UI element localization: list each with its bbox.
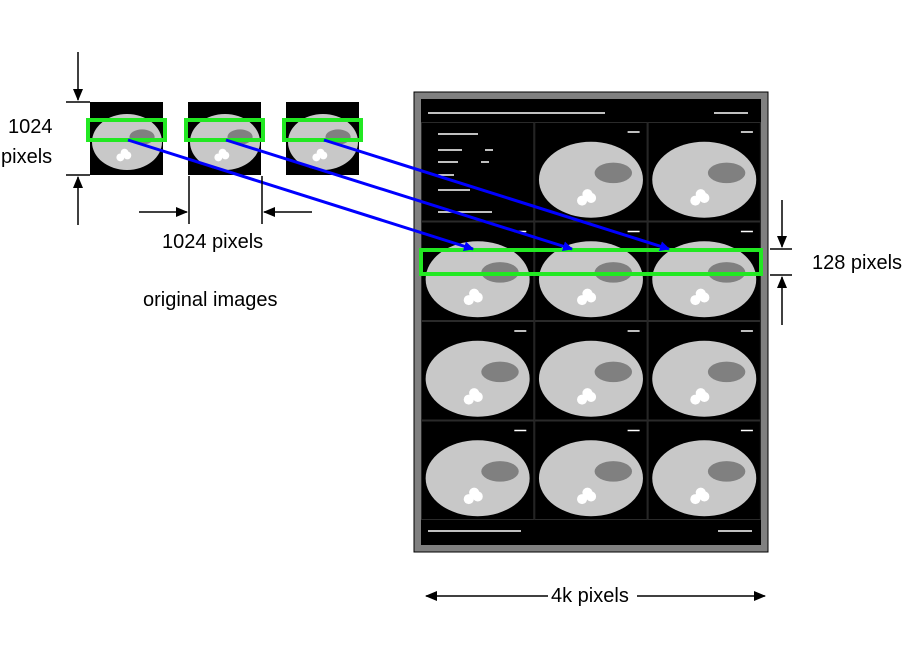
phantom-body (425, 340, 530, 417)
phantom-image (652, 141, 757, 218)
original-band-highlight (282, 118, 363, 142)
tile-border (534, 122, 648, 222)
mapping-arrow (225, 138, 573, 252)
height-dimension (66, 52, 90, 225)
mosaic-tile (534, 321, 648, 421)
phantom-insert (481, 361, 519, 383)
phantom-insert (707, 361, 746, 383)
phantom-dot (582, 388, 593, 399)
phantom-image (425, 440, 530, 517)
original-image (86, 102, 167, 175)
mapping-arrow (127, 138, 474, 252)
phantom-image (538, 340, 643, 417)
band-dimension (770, 200, 792, 325)
mosaic-band-highlight (419, 248, 763, 276)
phantom-image (538, 440, 643, 517)
phantom-dot (695, 189, 706, 200)
phantom-body (538, 241, 643, 318)
mosaic-tile (421, 321, 535, 421)
tile-border (534, 321, 648, 421)
phantom-body (538, 440, 643, 517)
phantom-dot (120, 148, 129, 157)
phantom-body (538, 340, 643, 417)
mosaic-tiles (421, 122, 761, 520)
original-images-group (86, 102, 363, 175)
mapping-arrow (323, 138, 670, 252)
phantom-image (425, 241, 530, 318)
phantom-body (425, 241, 530, 318)
original-band-highlight (184, 118, 265, 142)
phantom-dot (695, 288, 706, 299)
phantom-dot (469, 288, 480, 299)
tile-text-block (438, 133, 493, 213)
mosaic-tile (421, 420, 535, 520)
width-label: 1024 pixels (162, 231, 263, 253)
phantom-dot (469, 388, 480, 399)
mapping-arrows (127, 138, 670, 252)
phantom-dot (582, 189, 593, 200)
phantom-dot (316, 148, 325, 157)
mosaic-width-label: 4k pixels (551, 585, 629, 607)
phantom-dot (695, 388, 706, 399)
tile-border (421, 321, 535, 421)
mosaic-tile (647, 420, 761, 520)
original-images-caption: original images (143, 289, 278, 311)
phantom-image (652, 340, 757, 417)
mosaic-tile (534, 420, 648, 520)
phantom-body (652, 141, 757, 218)
phantom-dot (695, 487, 706, 498)
mosaic-display (413, 91, 769, 553)
original-image (184, 102, 265, 175)
tile-border (647, 321, 761, 421)
phantom-body (652, 340, 757, 417)
original-band-highlight (86, 118, 167, 142)
tile-border (421, 420, 535, 520)
phantom-body (652, 241, 757, 318)
phantom-image (538, 241, 643, 318)
phantom-insert (594, 361, 633, 383)
tile-border (647, 420, 761, 520)
phantom-image (425, 340, 530, 417)
height-value-label: 1024 (8, 116, 53, 138)
mosaic-tile (647, 321, 761, 421)
phantom-dot (582, 288, 593, 299)
mosaic-tile (647, 221, 761, 321)
phantom-body (652, 440, 757, 517)
phantom-dot (582, 487, 593, 498)
phantom-body (425, 440, 530, 517)
height-unit-label: pixels (1, 146, 52, 168)
phantom-dot (469, 487, 480, 498)
phantom-insert (707, 461, 746, 482)
band-height-label: 128 pixels (812, 252, 902, 274)
phantom-insert (594, 162, 633, 184)
mosaic-tile (647, 122, 761, 222)
phantom-dot (218, 148, 227, 157)
mosaic-tile (534, 122, 648, 222)
phantom-insert (707, 162, 746, 184)
original-image (282, 102, 363, 175)
tile-border (534, 420, 648, 520)
tile-border (534, 221, 648, 321)
phantom-body (538, 141, 643, 218)
phantom-insert (594, 461, 633, 482)
tile-border (647, 122, 761, 222)
phantom-image (652, 241, 757, 318)
phantom-image (538, 141, 643, 218)
phantom-insert (481, 461, 519, 482)
width-dimension (139, 176, 312, 224)
phantom-image (652, 440, 757, 517)
